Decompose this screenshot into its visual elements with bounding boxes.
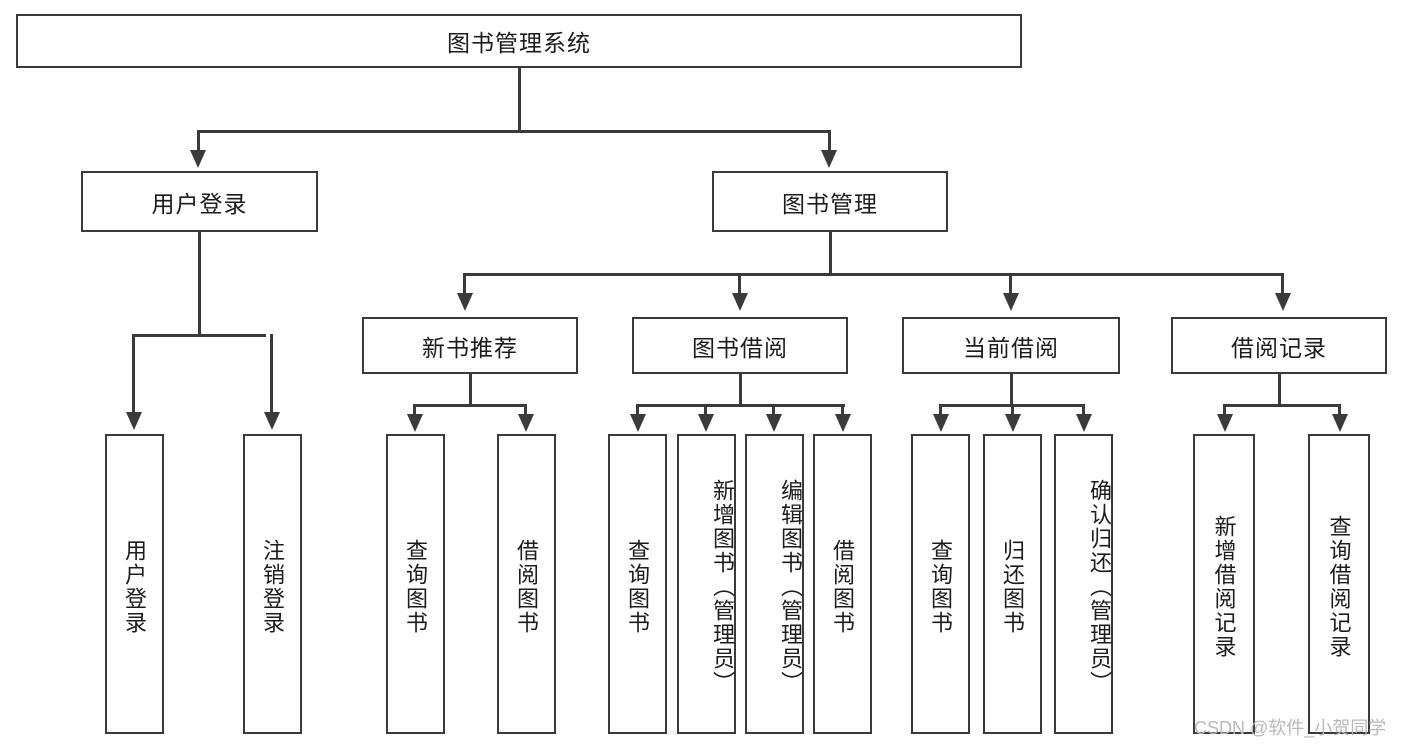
connector-newbook-bus xyxy=(414,404,527,407)
node-book-management[interactable]: 图书管理 xyxy=(712,171,948,232)
node-new-book-recommend[interactable]: 新书推荐 xyxy=(362,317,578,374)
node-user-login-label: 用户登录 xyxy=(151,190,248,217)
node-current-borrow[interactable]: 当前借阅 xyxy=(902,317,1120,374)
leaf-node-user-login[interactable]: 用户登录 xyxy=(105,434,164,734)
leaf-node-add-book-admin[interactable]: 新增图书（管理员） xyxy=(677,434,736,734)
leaf-node-query-borrow-record-label: 查询借阅记录 xyxy=(1326,515,1352,659)
connector-level3-bus xyxy=(464,273,1284,276)
node-current-borrow-label: 当前借阅 xyxy=(963,334,1059,361)
arrowhead-to-login xyxy=(190,150,206,168)
connector-borrow-bus xyxy=(637,404,845,407)
leaf-node-query-books-1-label: 查询图书 xyxy=(403,539,429,635)
leaf-node-query-books-2-label: 查询图书 xyxy=(625,539,651,635)
connector-login-drop-1 xyxy=(132,334,135,414)
leaf-node-edit-book-admin[interactable]: 编辑图书（管理员） xyxy=(745,434,804,734)
connector-records-drop-2 xyxy=(1338,404,1341,416)
leaf-node-add-borrow-record[interactable]: 新增借阅记录 xyxy=(1193,434,1255,734)
arrowhead-leaf12 xyxy=(1217,414,1233,432)
leaf-node-add-borrow-record-label: 新增借阅记录 xyxy=(1211,515,1237,659)
connector-to-newbook xyxy=(463,273,466,295)
arrowhead-to-newbook xyxy=(457,293,473,311)
connector-current-stem xyxy=(1010,374,1013,406)
connector-borrow-drop-2 xyxy=(704,404,707,416)
arrowhead-leaf3 xyxy=(407,414,423,432)
connector-newbook-stem xyxy=(469,374,472,406)
connector-root-stem xyxy=(518,68,521,132)
leaf-node-logout-label: 注销登录 xyxy=(260,539,286,635)
connector-to-bookmgmt xyxy=(828,130,831,152)
node-root[interactable]: 图书管理系统 xyxy=(16,14,1022,68)
connector-level2-bus xyxy=(198,130,831,133)
connector-to-login xyxy=(197,130,200,152)
node-borrow-records-label: 借阅记录 xyxy=(1231,334,1327,361)
arrowhead-to-bookmgmt xyxy=(821,150,837,168)
connector-to-current xyxy=(1009,273,1012,295)
arrowhead-to-records xyxy=(1275,293,1291,311)
leaf-node-query-books-3-label: 查询图书 xyxy=(928,539,954,635)
node-book-management-label: 图书管理 xyxy=(782,190,878,217)
leaf-node-borrow-books-2[interactable]: 借阅图书 xyxy=(813,434,872,734)
connector-to-records xyxy=(1281,273,1284,295)
leaf-node-borrow-books-1[interactable]: 借阅图书 xyxy=(497,434,556,734)
arrowhead-leaf11 xyxy=(1076,414,1092,432)
node-new-book-recommend-label: 新书推荐 xyxy=(422,334,518,361)
node-borrow-records[interactable]: 借阅记录 xyxy=(1171,317,1387,374)
arrowhead-leaf2 xyxy=(264,412,280,430)
node-book-borrow-label: 图书借阅 xyxy=(692,334,788,361)
arrowhead-to-current xyxy=(1003,293,1019,311)
leaf-node-borrow-books-1-label: 借阅图书 xyxy=(514,539,540,635)
arrowhead-leaf5 xyxy=(630,414,646,432)
connector-borrow-drop-3 xyxy=(772,404,775,416)
connector-current-drop-2 xyxy=(1011,404,1014,416)
connector-borrow-stem xyxy=(739,374,742,406)
leaf-node-user-login-label: 用户登录 xyxy=(122,539,148,635)
connector-login-drop-2 xyxy=(270,334,273,414)
connector-records-stem xyxy=(1278,374,1281,406)
leaf-node-return-books[interactable]: 归还图书 xyxy=(983,434,1042,734)
connector-newbook-drop-1 xyxy=(413,404,416,416)
leaf-node-confirm-return-admin-label: 确认归还（管理员） xyxy=(1087,479,1112,695)
node-user-login[interactable]: 用户登录 xyxy=(81,171,318,232)
leaf-node-edit-book-admin-label: 编辑图书（管理员） xyxy=(778,479,803,695)
connector-current-drop-1 xyxy=(939,404,942,416)
leaf-node-confirm-return-admin[interactable]: 确认归还（管理员） xyxy=(1054,434,1113,734)
leaf-node-query-books-1[interactable]: 查询图书 xyxy=(386,434,445,734)
arrowhead-leaf8 xyxy=(835,414,851,432)
leaf-node-add-book-admin-label: 新增图书（管理员） xyxy=(710,479,735,695)
arrowhead-leaf6 xyxy=(698,414,714,432)
arrowhead-leaf1 xyxy=(126,412,142,430)
connector-current-drop-3 xyxy=(1082,404,1085,416)
leaf-node-query-books-3[interactable]: 查询图书 xyxy=(911,434,970,734)
arrowhead-leaf9 xyxy=(933,414,949,432)
connector-records-drop-1 xyxy=(1223,404,1226,416)
leaf-node-query-books-2[interactable]: 查询图书 xyxy=(608,434,667,734)
connector-borrow-drop-4 xyxy=(841,404,844,416)
connector-newbook-drop-2 xyxy=(524,404,527,416)
arrowhead-leaf10 xyxy=(1005,414,1021,432)
connector-login-stem xyxy=(198,232,201,336)
arrowhead-leaf4 xyxy=(518,414,534,432)
connector-borrow-drop-1 xyxy=(636,404,639,416)
arrowhead-to-borrow xyxy=(732,293,748,311)
csdn-watermark: CSDN @软件_小贺同学 xyxy=(1194,718,1387,738)
leaf-node-logout[interactable]: 注销登录 xyxy=(243,434,302,734)
leaf-node-query-borrow-record[interactable]: 查询借阅记录 xyxy=(1308,434,1370,734)
arrowhead-leaf13 xyxy=(1332,414,1348,432)
leaf-node-return-books-label: 归还图书 xyxy=(1000,539,1026,635)
leaf-node-borrow-books-2-label: 借阅图书 xyxy=(830,539,856,635)
connector-login-bus xyxy=(133,334,266,337)
node-root-label: 图书管理系统 xyxy=(447,30,591,56)
node-book-borrow[interactable]: 图书借阅 xyxy=(632,317,848,374)
arrowhead-leaf7 xyxy=(766,414,782,432)
connector-records-bus xyxy=(1224,404,1341,407)
connector-to-borrow xyxy=(738,273,741,295)
connector-bookmgmt-stem xyxy=(829,232,832,275)
